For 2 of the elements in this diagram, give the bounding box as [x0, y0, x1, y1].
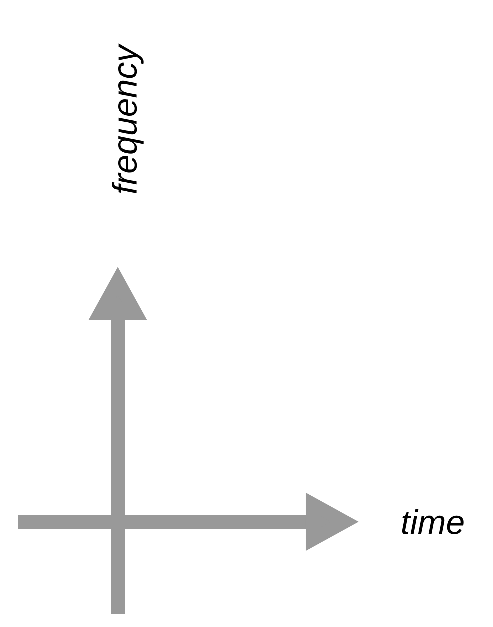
- axis-label: time: [402, 510, 464, 534]
- axis-label: frequency: [112, 44, 144, 194]
